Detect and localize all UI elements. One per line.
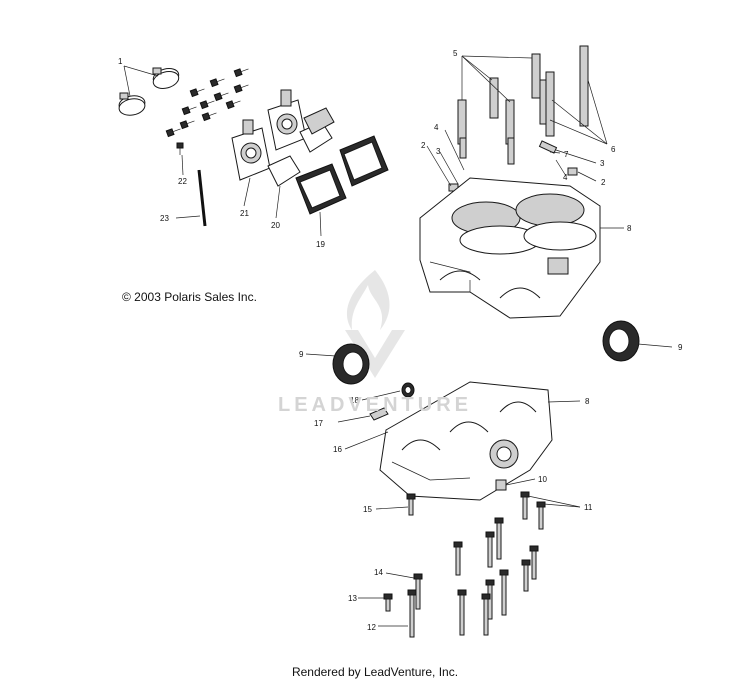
clamp-part-1b — [118, 92, 146, 116]
callout-14: 14 — [374, 568, 383, 577]
callout-8-lower: 8 — [585, 397, 590, 406]
callout-8-upper: 8 — [627, 224, 632, 233]
callout-2-right: 2 — [601, 178, 606, 187]
clamp-part-1a — [152, 67, 180, 89]
callout-2-upper: 2 — [421, 141, 426, 150]
callout-12: 12 — [367, 623, 376, 632]
callout-7: 7 — [564, 150, 569, 159]
watermark-logo-icon — [345, 270, 405, 378]
callout-4-upper: 4 — [434, 123, 439, 132]
reed-cage-part-19 — [295, 135, 389, 215]
copyright-notice: © 2003 Polaris Sales Inc. — [122, 290, 257, 304]
small-pins-group — [448, 140, 578, 192]
callout-5: 5 — [453, 49, 458, 58]
callout-4-right: 4 — [563, 173, 568, 182]
long-rod-part-23 — [197, 169, 207, 227]
upper-crankcase-part-8 — [419, 177, 601, 319]
callout-23: 23 — [160, 214, 169, 223]
callout-17: 17 — [314, 419, 323, 428]
leader-lines — [123, 55, 673, 627]
callout-9-left: 9 — [299, 350, 304, 359]
callout-1: 1 — [118, 57, 123, 66]
callout-16: 16 — [333, 445, 342, 454]
callout-10: 10 — [538, 475, 547, 484]
callout-9-right: 9 — [678, 343, 683, 352]
callout-3-upper: 3 — [436, 147, 441, 156]
callout-21: 21 — [240, 209, 249, 218]
footer-credit: Rendered by LeadVenture, Inc. — [291, 665, 459, 679]
lower-crankcase-part-8 — [379, 381, 553, 501]
callout-6: 6 — [611, 145, 616, 154]
elbow-part-17 — [369, 407, 389, 421]
reed-spacer-part-20 — [267, 107, 335, 187]
callout-11: 11 — [584, 503, 593, 512]
callout-22: 22 — [178, 177, 187, 186]
plug-part-10 — [495, 479, 507, 491]
fitting-part-18 — [401, 382, 415, 398]
crankcase-bolts-group — [383, 491, 546, 638]
cylinder-studs-group — [457, 45, 589, 165]
callout-19: 19 — [316, 240, 325, 249]
small-bolts-group — [165, 68, 249, 155]
seal-part-9-left — [332, 343, 370, 385]
watermark-text: LEADVENTURE — [277, 394, 472, 416]
reed-block-part-21 — [231, 89, 307, 181]
callout-3-right: 3 — [600, 159, 605, 168]
seal-part-9-right — [602, 320, 640, 362]
callout-15: 15 — [363, 505, 372, 514]
callout-labels: 1 2 2 3 3 4 4 5 6 7 8 8 9 9 10 11 12 13 … — [118, 49, 683, 632]
callout-20: 20 — [271, 221, 280, 230]
callout-18: 18 — [350, 396, 359, 405]
callout-13: 13 — [348, 594, 357, 603]
